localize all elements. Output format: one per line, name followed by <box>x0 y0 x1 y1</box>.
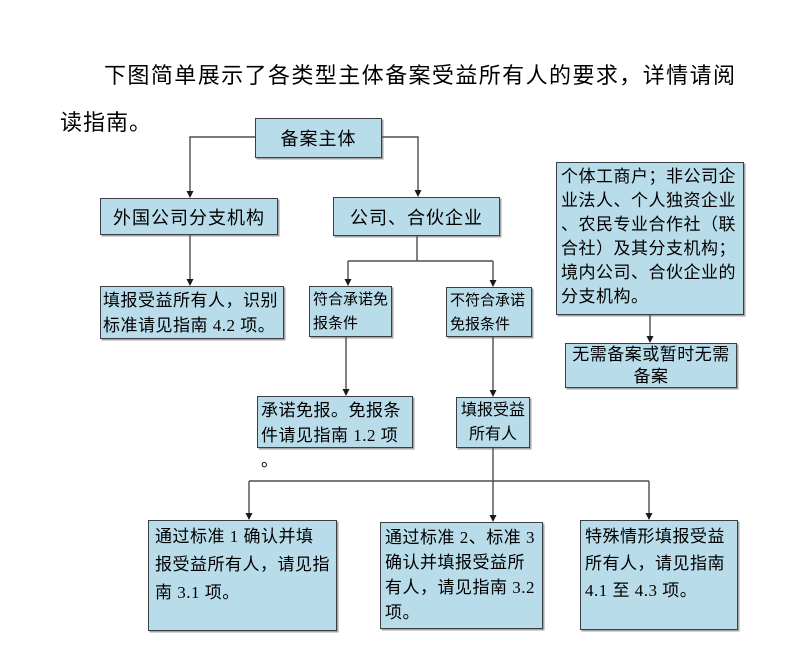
node-file-bo-standard-4-2: 填报受益所有人，识别标准请见指南 4.2 项。 <box>100 286 284 339</box>
node-company-partnership: 公司、合伙企业 <box>333 197 500 236</box>
node-foreign-company-branch: 外国公司分支机构 <box>100 198 278 235</box>
node-promise-exemption: 承诺免报。免报条件请见指南 1.2 项。 <box>257 396 413 470</box>
connector-company-split <box>344 236 497 287</box>
node-filing-subject: 备案主体 <box>255 118 382 158</box>
node-meets-exemption-condition: 符合承诺免报条件 <box>309 286 392 337</box>
node-not-meets-exemption-condition: 不符合承诺免报条件 <box>446 287 532 337</box>
node-file-beneficial-owner: 填报受益所有人 <box>456 397 530 448</box>
node-standard-1: 通过标准 1 确认并填报受益所有人，请见指南 3.1 项。 <box>148 520 337 631</box>
node-no-filing-required: 无需备案或暂时无需备案 <box>565 343 737 388</box>
node-special-cases: 特殊情形填报受益所有人，请见指南 4.1 至 4.3 项。 <box>580 520 738 630</box>
node-standard-2-3: 通过标准 2、标准 3 确认并填报受益所有人，请见指南 3.2 项。 <box>380 522 543 629</box>
intro-paragraph: 下图简单展示了各类型主体备案受益所有人的要求，详情请阅读指南。 <box>60 63 736 135</box>
node-other-entity-types: 个体工商户；非公司企业法人、个人独资企业、农民专业合作社（联合社）及其分支机构；… <box>556 162 744 315</box>
connector-file-bo-split <box>245 448 653 522</box>
